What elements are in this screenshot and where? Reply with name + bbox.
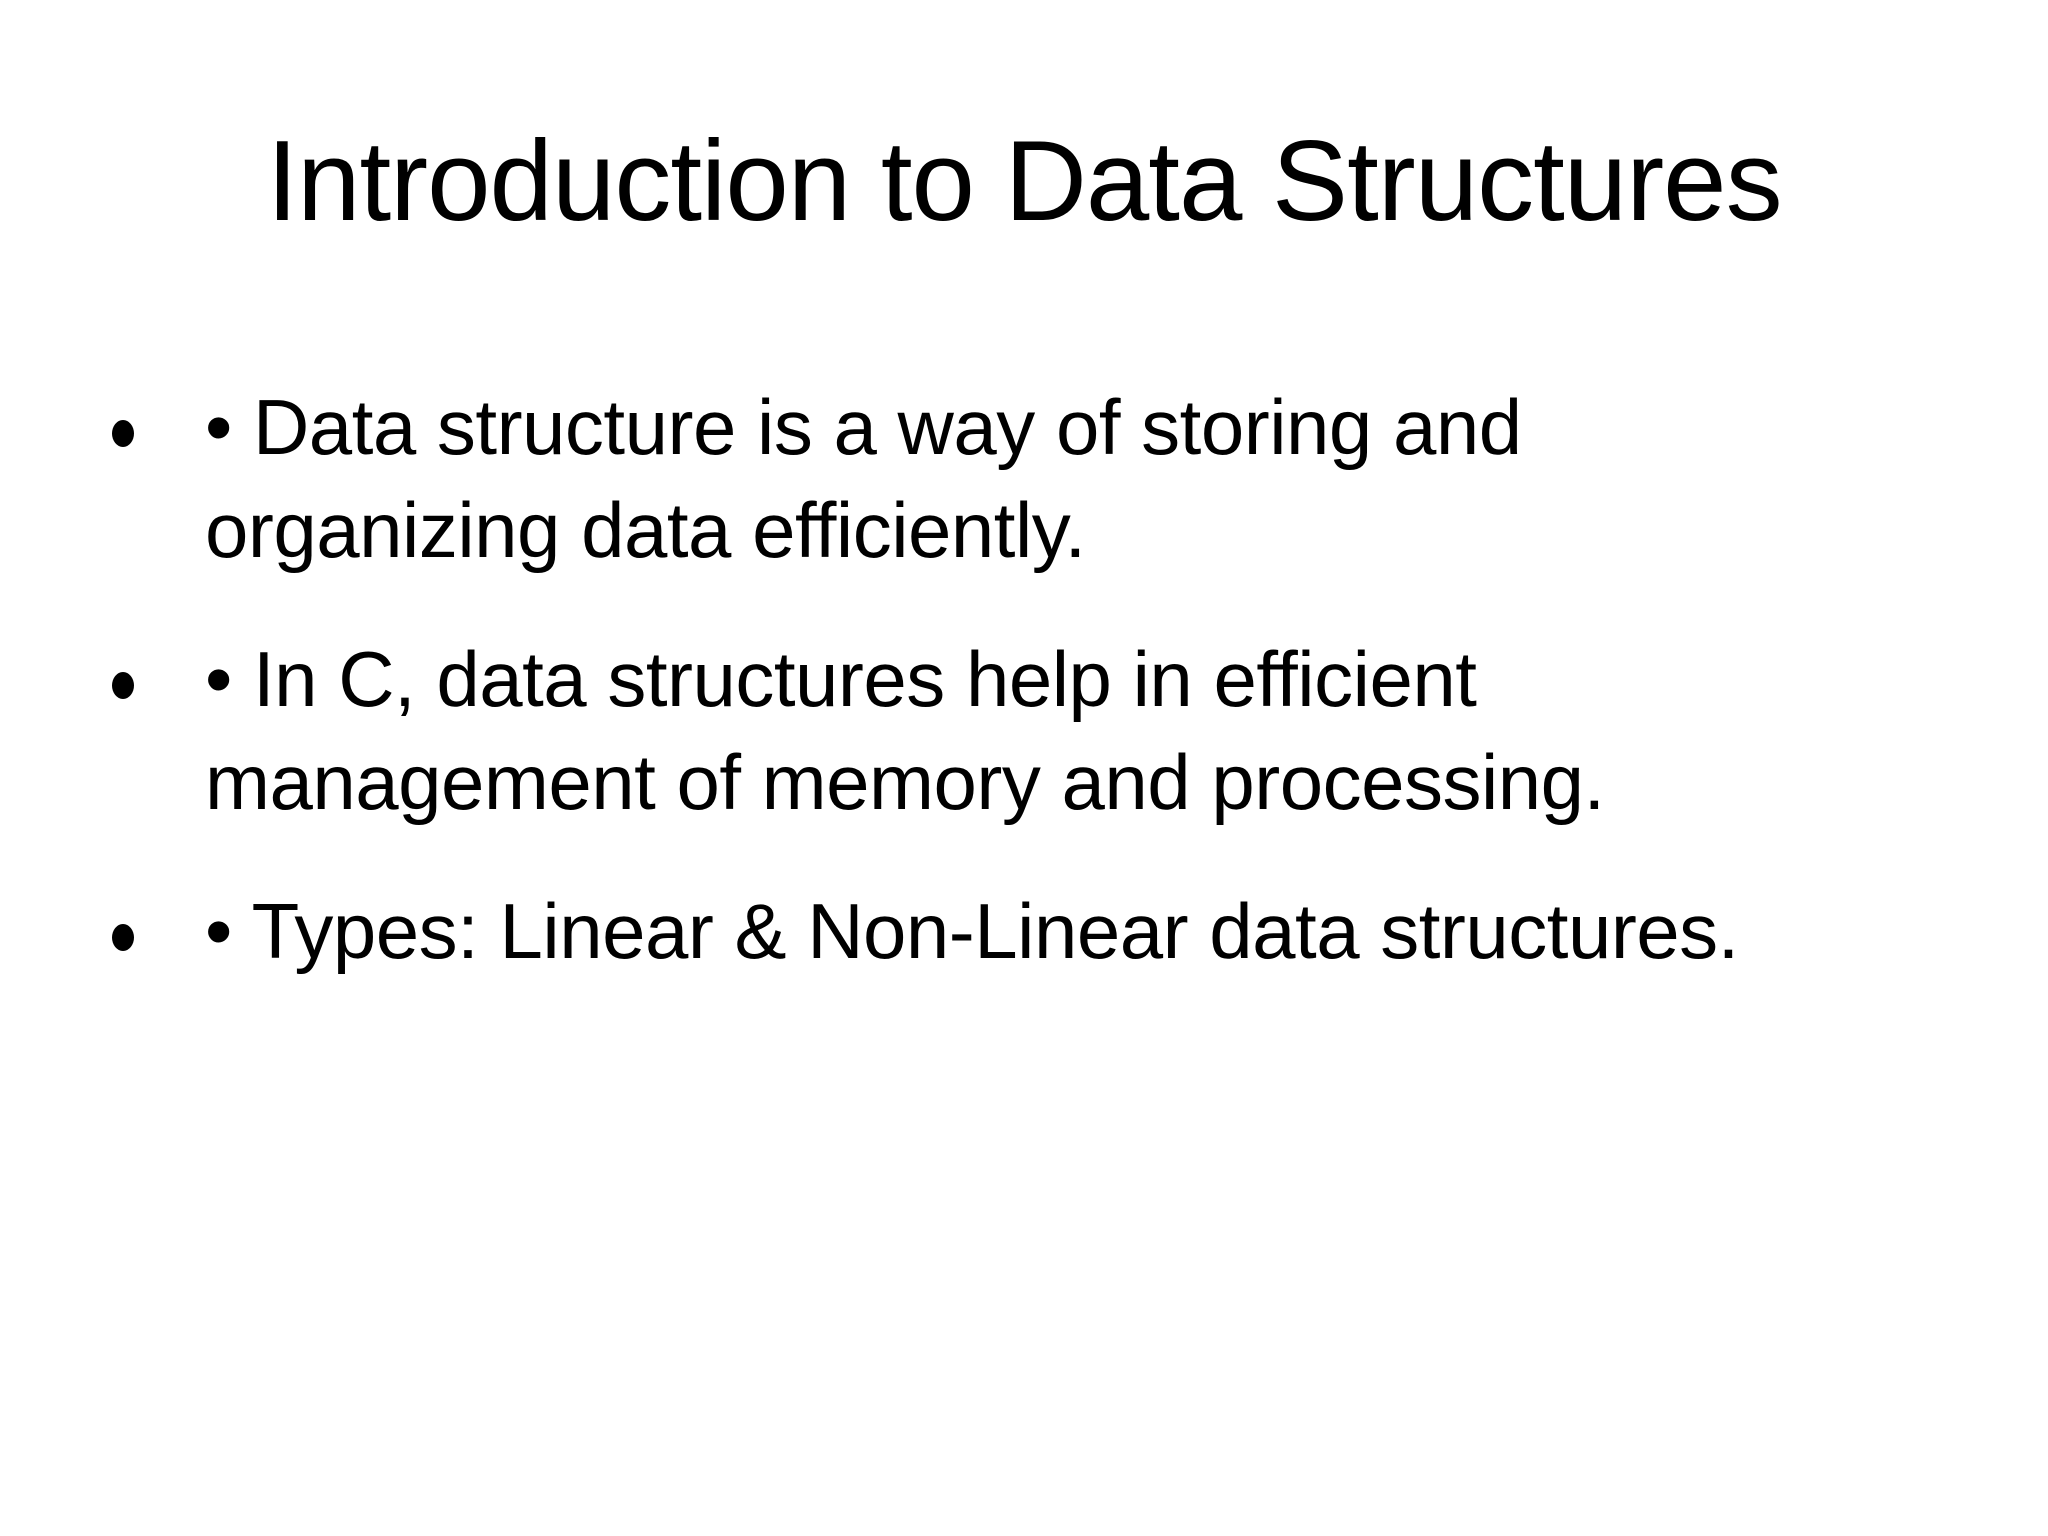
bullet-text: • Data structure is a way of storing and…: [205, 383, 1522, 575]
bullet-icon: [112, 924, 134, 951]
bullet-text: • Types: Linear & Non-Linear data struct…: [205, 887, 1739, 975]
list-item: • Types: Linear & Non-Linear data struct…: [112, 880, 1845, 983]
bullet-list: • Data structure is a way of storing and…: [112, 376, 1845, 983]
slide-title: Introduction to Data Structures: [266, 118, 1782, 245]
bullet-icon: [112, 420, 134, 448]
bullet-text: • In C, data structures help in efficien…: [205, 635, 1605, 827]
list-item: • Data structure is a way of storing and…: [112, 376, 1845, 582]
list-item: • In C, data structures help in efficien…: [112, 628, 1845, 834]
bullet-icon: [112, 672, 134, 700]
